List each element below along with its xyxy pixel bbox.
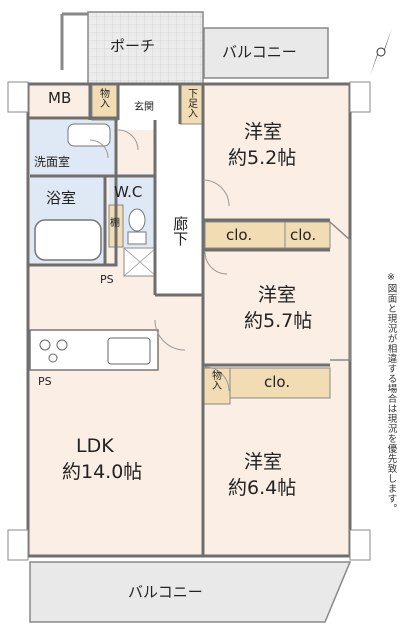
bath-label: 浴室 [46, 189, 77, 207]
ps-label-2: PS [38, 375, 52, 388]
balcony-bottom-label: バルコニー [128, 583, 203, 601]
room1-size-label: 約5.2帖 [228, 147, 297, 169]
porch-label: ポーチ [110, 37, 156, 55]
closet-3 [229, 367, 331, 399]
balcony-top-label: バルコニー [222, 43, 297, 61]
compass-icon [370, 28, 392, 76]
mb-label: MB [48, 89, 72, 107]
shoe-box-label: 下足入 [185, 88, 197, 118]
closet-3-label: clo. [264, 373, 291, 391]
ldk-name-label: LDK [76, 435, 114, 457]
shelf-label: 棚 [110, 218, 120, 229]
balcony-bottom-area [29, 561, 352, 623]
closet-2-label: clo. [290, 226, 317, 244]
disclaimer-note: ※図面と現況が相違する場合は現況を優先致します。 [385, 272, 397, 514]
washroom-label: 洗面室 [34, 155, 71, 169]
wc-label: W.C [114, 183, 143, 201]
hallway-area [155, 120, 203, 295]
closet-2 [284, 221, 331, 249]
bathtub [34, 219, 102, 261]
porch-area [87, 11, 204, 85]
storage-room3-label: 物入 [209, 370, 221, 390]
hallway-label: 廊下 [171, 216, 190, 246]
storage-entrance-label: 物入 [97, 88, 109, 108]
balcony-top-area [203, 27, 329, 79]
closet-1 [204, 221, 286, 249]
closet-1-label: clo. [226, 226, 253, 244]
room2-size-label: 約5.7帖 [244, 310, 313, 332]
kitchen-counter [29, 329, 159, 371]
ps-label-1: PS [100, 273, 114, 286]
room3-name-label: 洋室 [244, 451, 283, 473]
ldk-size-label: 約14.0帖 [62, 461, 143, 483]
room1-name-label: 洋室 [244, 121, 283, 143]
entrance-label: 玄関 [134, 102, 154, 113]
entrance-area [118, 84, 180, 130]
room2-name-label: 洋室 [258, 284, 297, 306]
room3-size-label: 約6.4帖 [228, 477, 297, 499]
